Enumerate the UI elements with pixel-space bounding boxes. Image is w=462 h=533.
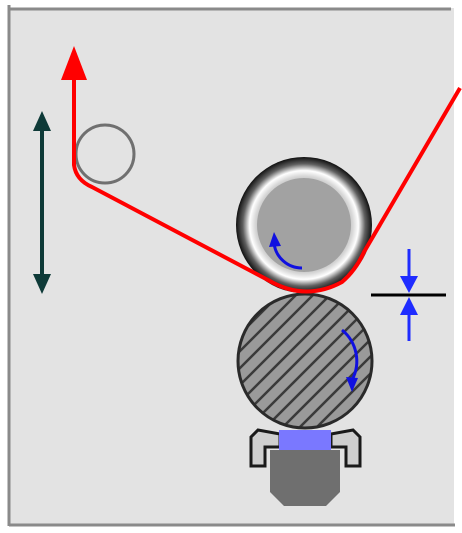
web-path	[72, 68, 462, 294]
coater-housing	[329, 428, 362, 468]
hatch-line	[292, 294, 372, 428]
frame	[7, 5, 455, 527]
hatch-line	[238, 294, 338, 428]
coater-pad	[279, 430, 331, 451]
double-arrow-vertical-icon	[33, 111, 51, 294]
hatch-line	[238, 294, 321, 428]
curved-arrow-clockwise-icon	[341, 328, 359, 381]
coating-head	[249, 428, 362, 506]
rotation-arrowhead	[269, 232, 281, 247]
arrow-up-icon	[61, 46, 87, 80]
curved-arrow-counterclockwise-icon	[272, 242, 303, 270]
coater-nozzle	[270, 450, 340, 506]
background-panel	[8, 8, 454, 525]
upper-roller	[236, 157, 372, 293]
coater-housing	[249, 428, 282, 468]
converging-arrows-icon	[371, 249, 446, 341]
rotation-arrowhead	[346, 377, 358, 392]
hatch-line	[258, 294, 372, 428]
hatch-line	[275, 294, 372, 428]
hatch-line	[238, 294, 355, 428]
